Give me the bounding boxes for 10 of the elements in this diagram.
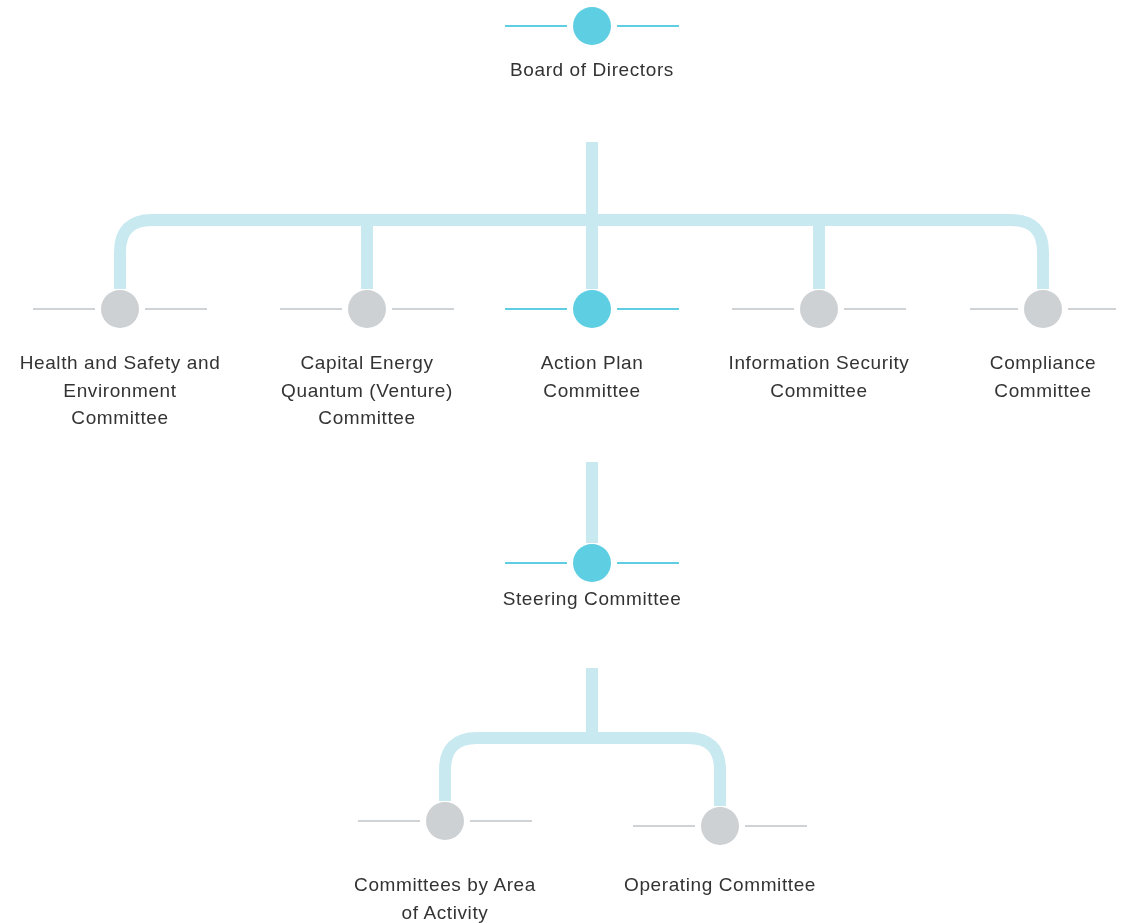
connector-line: [586, 462, 598, 543]
node-label: Board of Directors: [509, 58, 675, 82]
node-label: Information Security Committee: [727, 351, 911, 403]
node-label: Capital Energy Quantum (Venture) Committee: [280, 351, 454, 430]
node-label: Compliance Committee: [988, 351, 1098, 403]
node-label: Committees by Area of Activity: [353, 873, 537, 923]
node-label: Action Plan Committee: [539, 351, 645, 403]
node-label: Health and Safety and Environment Committee: [18, 351, 222, 430]
node-label: Operating Committee: [623, 873, 817, 897]
node-label: Steering Committee: [501, 587, 683, 611]
